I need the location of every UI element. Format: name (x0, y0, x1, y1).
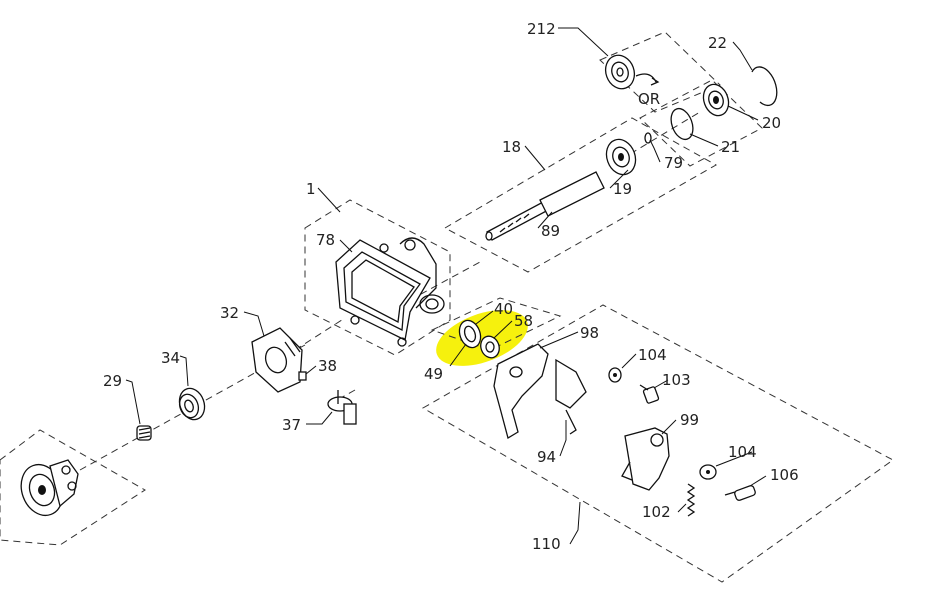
highlight-marker (436, 310, 528, 366)
bearing-20 (702, 83, 730, 117)
group-box-212 (599, 31, 721, 113)
label-78: 78 (316, 231, 335, 249)
label-98: 98 (580, 324, 599, 342)
end-cover-32 (251, 327, 303, 393)
label-104-upper: 104 (638, 346, 667, 364)
label-1: 1 (306, 180, 316, 198)
or-arrow (635, 73, 660, 86)
label-102: 102 (642, 503, 671, 521)
leader-lines (125, 27, 767, 545)
bearing-212 (604, 54, 636, 90)
label-20: 20 (762, 114, 781, 132)
shift-plate-94 (493, 343, 587, 440)
group-box-20-21 (639, 79, 763, 167)
part-labels: 212 22 OR 20 21 79 18 19 1 78 89 40 58 9… (103, 20, 799, 553)
label-49: 49 (424, 365, 443, 383)
seal-34 (178, 387, 206, 421)
bolt-106 (724, 485, 756, 501)
label-21: 21 (721, 138, 740, 156)
label-99: 99 (680, 411, 699, 429)
group-box-1 (304, 199, 451, 356)
pump-cylinder (20, 459, 79, 517)
label-or: OR (638, 90, 660, 108)
key-38 (298, 371, 307, 381)
housing-1 (335, 237, 445, 347)
label-38: 38 (318, 357, 337, 375)
label-18: 18 (502, 138, 521, 156)
label-19: 19 (613, 180, 632, 198)
spring-29 (136, 425, 152, 441)
washer-58 (480, 335, 500, 359)
shaft-89 (485, 171, 605, 241)
label-58: 58 (514, 312, 533, 330)
spring-102 (686, 483, 696, 517)
label-110: 110 (532, 535, 561, 553)
label-212: 212 (527, 20, 556, 38)
bearing-19 (605, 138, 637, 176)
seal-49 (458, 319, 482, 349)
group-box-110 (421, 304, 894, 583)
label-104-lower: 104 (728, 443, 757, 461)
label-32: 32 (220, 304, 239, 322)
retaining-ring-22 (751, 66, 778, 107)
label-40: 40 (494, 300, 513, 318)
label-37: 37 (282, 416, 301, 434)
label-106: 106 (770, 466, 799, 484)
shift-fork-99 (621, 427, 670, 491)
label-94: 94 (537, 448, 556, 466)
label-89: 89 (541, 222, 560, 240)
group-outlines (0, 31, 894, 583)
label-103: 103 (662, 371, 691, 389)
label-29: 29 (103, 372, 122, 390)
group-box-pump (0, 429, 146, 546)
screw-103 (639, 384, 660, 404)
shaft-37 (327, 390, 357, 425)
group-box-18 (443, 117, 718, 273)
shim-ring-21 (670, 107, 694, 141)
group-box-40 (430, 297, 562, 351)
label-34: 34 (161, 349, 180, 367)
label-79: 79 (664, 154, 683, 172)
label-22: 22 (708, 34, 727, 52)
key-79 (644, 132, 652, 144)
